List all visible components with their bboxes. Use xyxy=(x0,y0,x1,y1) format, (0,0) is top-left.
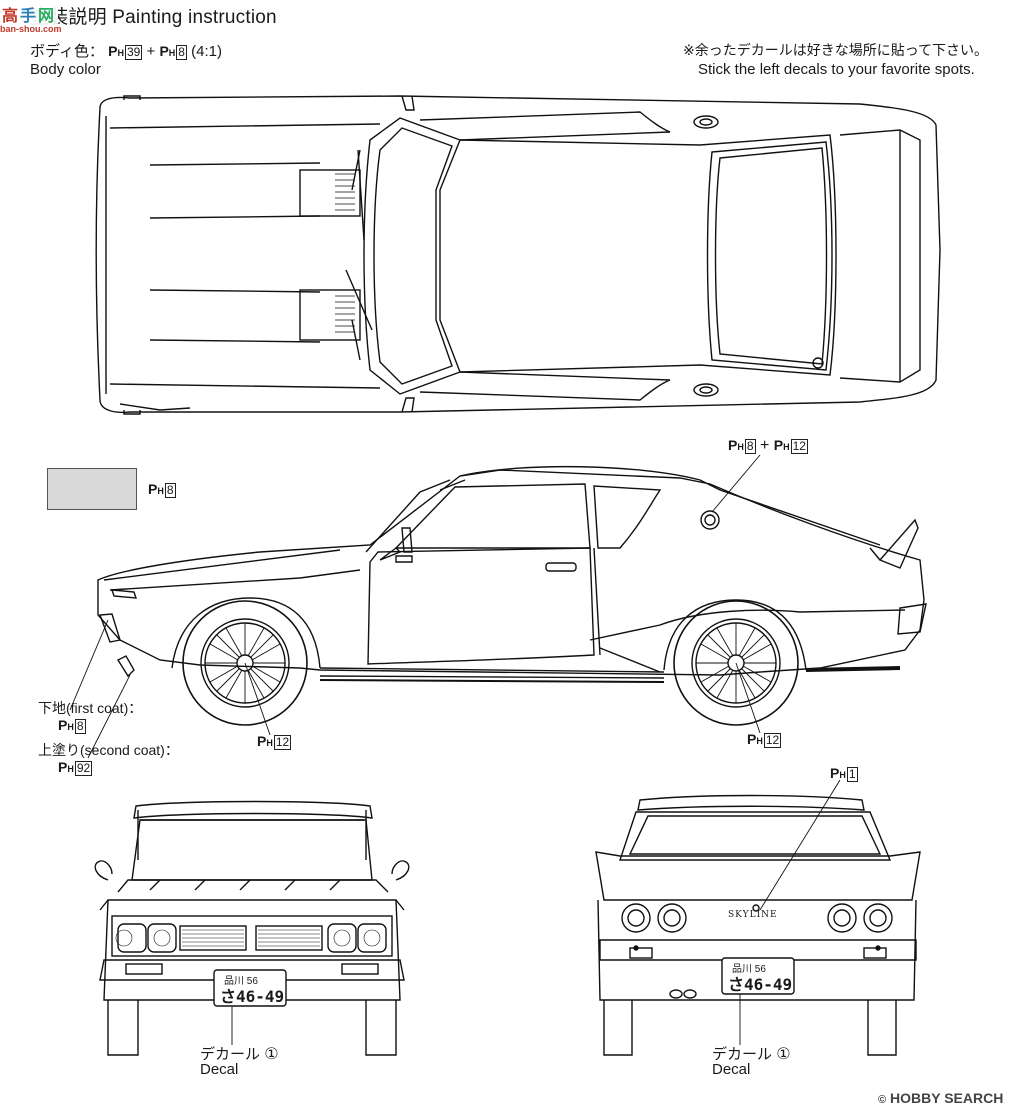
svg-text:网: 网 xyxy=(38,6,54,25)
paint-swatch xyxy=(47,468,137,510)
rear-decal-label-jp: デカール ① xyxy=(712,1046,791,1063)
page-title: 塗装説明 Painting instruction xyxy=(30,7,277,28)
svg-text:手: 手 xyxy=(20,6,36,25)
watermark-bottom-right: © HOBBY SEARCH xyxy=(878,1090,1004,1106)
decal-note-en: Stick the left decals to your favorite s… xyxy=(698,61,975,78)
watermark-icon: 高 手 网 xyxy=(0,4,58,26)
watermark-url: ban-shou.com xyxy=(0,24,62,34)
rear-plate-bottom: さ46-49 xyxy=(728,975,793,994)
body-color-label-en: Body color xyxy=(30,61,101,78)
svg-text:高: 高 xyxy=(2,6,18,25)
leader-lines xyxy=(69,454,841,1045)
rear-emblem: SKYLINE xyxy=(728,910,778,920)
body-color-label-jp: ボディ色： xyxy=(30,43,104,60)
first-coat-label: 下地(first coat)： xyxy=(38,700,143,716)
front-decal-label-en: Decal xyxy=(200,1061,239,1078)
second-coat-label: 上塗り(second coat)： xyxy=(38,742,179,758)
front-decal-label-jp: デカール ① xyxy=(200,1046,279,1063)
body-color-ratio: (4:1) xyxy=(191,43,222,60)
decal-note-jp: ※余ったデカールは好きな場所に貼って下さい。 xyxy=(683,42,989,58)
side-view xyxy=(97,465,927,726)
front-plate-bottom: さ46-49 xyxy=(220,987,285,1006)
rear-view xyxy=(595,794,921,1056)
top-view xyxy=(95,95,941,415)
front-plate-top: 品川 56 xyxy=(224,976,258,987)
rear-plate-top: 品川 56 xyxy=(732,964,766,975)
front-view xyxy=(94,800,410,1056)
watermark-logo-top-left: 高 手 网 xyxy=(0,4,58,40)
rear-decal-label-en: Decal xyxy=(712,1061,751,1078)
